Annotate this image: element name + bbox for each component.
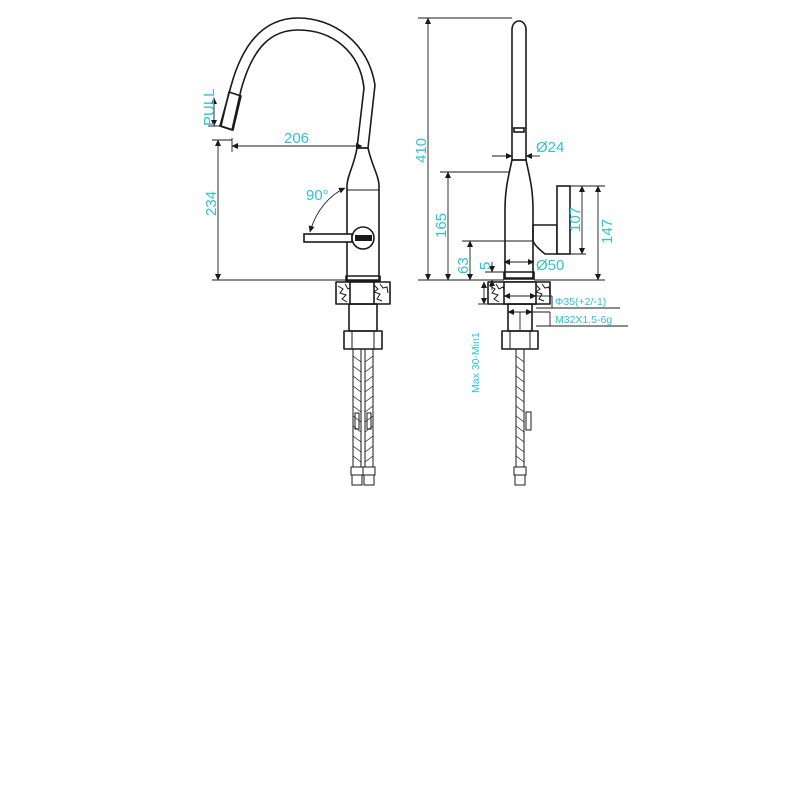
side-spout	[511, 20, 527, 161]
side-mount-nut	[501, 330, 539, 350]
hole-diameter-label: Φ35(+2/-1)	[555, 296, 606, 308]
max-deck-label: Max 30-Min1	[470, 332, 482, 393]
dimension-labels: PULL 206 234 90° 410 Ø24 165 107 147 63 …	[201, 88, 616, 393]
front-mount-nut	[343, 330, 383, 350]
front-shank	[348, 303, 378, 332]
lever-angle-label: 90°	[306, 187, 329, 204]
side-countertop-section	[487, 281, 551, 305]
front-base	[345, 275, 381, 282]
base-diameter-label: Ø50	[536, 257, 564, 274]
side-view	[418, 17, 628, 486]
front-view	[208, 17, 391, 486]
base-height-label: 63	[455, 257, 472, 274]
reach-label: 206	[284, 130, 309, 147]
side-hose	[513, 348, 532, 486]
lever-overall-label: 147	[599, 219, 616, 244]
pull-label: PULL	[201, 88, 218, 126]
body-height-label: 165	[433, 213, 450, 238]
front-hoses	[350, 348, 376, 486]
collar-height-label: 5	[477, 262, 494, 270]
lever-top-label: 107	[567, 207, 584, 232]
spout-height-label: 234	[203, 191, 220, 216]
thread-label: M32X1.5-6g	[555, 314, 612, 326]
front-lever	[303, 233, 353, 243]
front-spout	[219, 17, 376, 149]
side-body	[504, 159, 534, 279]
total-height-label: 410	[413, 138, 430, 163]
front-body	[346, 147, 380, 281]
side-base	[503, 271, 535, 280]
side-lever-block	[532, 224, 558, 255]
front-spray-head	[220, 91, 242, 131]
spout-diameter-label: Ø24	[536, 139, 564, 156]
front-countertop-section	[335, 281, 391, 305]
